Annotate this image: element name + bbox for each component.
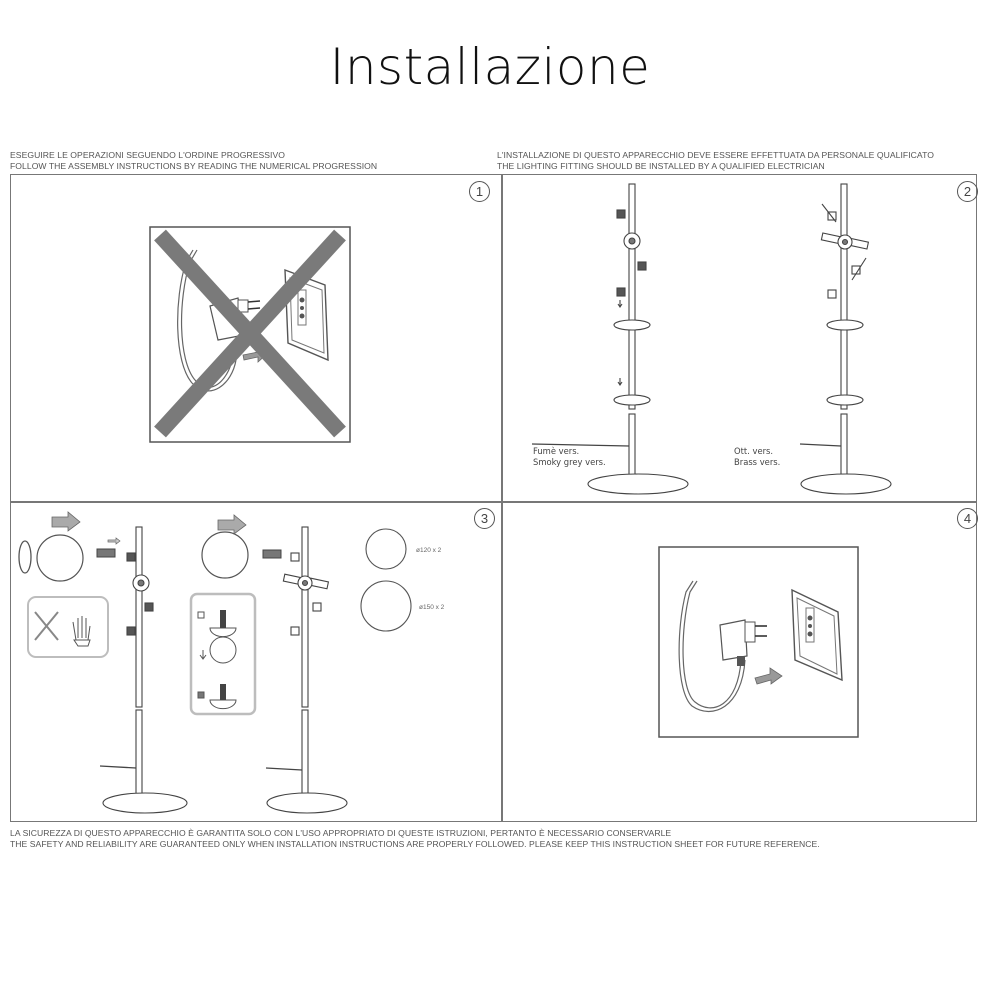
- header-left-instructions: ESEGUIRE LE OPERAZIONI SEGUENDO L'ORDINE…: [10, 150, 377, 171]
- lamp-before-sphere-icon: [99, 526, 188, 814]
- grid-vertical-divider: [501, 174, 503, 822]
- sphere-150-icon: [360, 580, 412, 632]
- sphere-120-icon: [365, 528, 407, 570]
- sphere-120-label: ø120 x 2: [416, 547, 442, 554]
- instruction-grid-frame: [10, 174, 977, 822]
- lamp-with-lampholders-icon: [265, 526, 348, 814]
- footer-english: THE SAFETY AND RELIABILITY ARE GUARANTEE…: [10, 838, 820, 849]
- step-3-number: 3: [474, 508, 495, 529]
- power-adapter-icon: [719, 619, 748, 661]
- smoky-grey-version-label: Fumè vers. Smoky grey vers.: [533, 446, 606, 467]
- bulb-icon: [262, 549, 282, 559]
- wear-gloves-callout: [27, 596, 109, 658]
- sphere-150-label: ø150 x 2: [419, 604, 445, 611]
- glove-icon: [72, 616, 91, 647]
- glass-sphere-icon: [209, 636, 237, 664]
- insert-arrow-icon: [754, 667, 783, 685]
- step-4-number: 4: [957, 508, 978, 529]
- cable-icon: [181, 249, 233, 388]
- step-1-border: [149, 226, 351, 443]
- footer-safety-notice: LA SICUREZZA DI QUESTO APPARECCHIO È GAR…: [10, 828, 820, 849]
- rotate-icon: [18, 540, 32, 574]
- footer-italian: LA SICUREZZA DI QUESTO APPARECCHIO È GAR…: [10, 828, 672, 838]
- grid-horizontal-divider: [10, 501, 977, 503]
- bulb-icon: [96, 548, 116, 558]
- smoky-grey-lamp-icon: [531, 183, 689, 495]
- header-left-english: FOLLOW THE ASSEMBLY INSTRUCTIONS BY READ…: [10, 160, 378, 171]
- brass-version-label: Ott. vers. Brass vers.: [734, 446, 781, 467]
- cable-icon: [682, 580, 742, 709]
- step-2-number: 2: [957, 181, 978, 202]
- brass-lamp-icon: [799, 183, 892, 495]
- move-arrow-icon: [51, 511, 81, 532]
- header-right-warning: L'INSTALLAZIONE DI QUESTO APPARECCHIO DE…: [497, 150, 934, 171]
- move-arrow-icon: [217, 514, 247, 535]
- glass-sphere-icon: [36, 534, 84, 582]
- header-right-italian: L'INSTALLAZIONE DI QUESTO APPARECCHIO DE…: [497, 150, 934, 160]
- step-4-border: [658, 546, 859, 738]
- wall-socket-icon: [791, 588, 843, 682]
- page-title: Installazione: [329, 38, 651, 96]
- header-left-italian: ESEGUIRE LE OPERAZIONI SEGUENDO L'ORDINE…: [10, 150, 286, 160]
- step-1-number: 1: [469, 181, 490, 202]
- sphere-mounting-callout: [189, 592, 257, 716]
- glass-sphere-icon: [201, 531, 249, 579]
- lampholder-icon: [209, 627, 237, 638]
- header-right-english: THE LIGHTING FITTING SHOULD BE INSTALLED…: [497, 160, 825, 171]
